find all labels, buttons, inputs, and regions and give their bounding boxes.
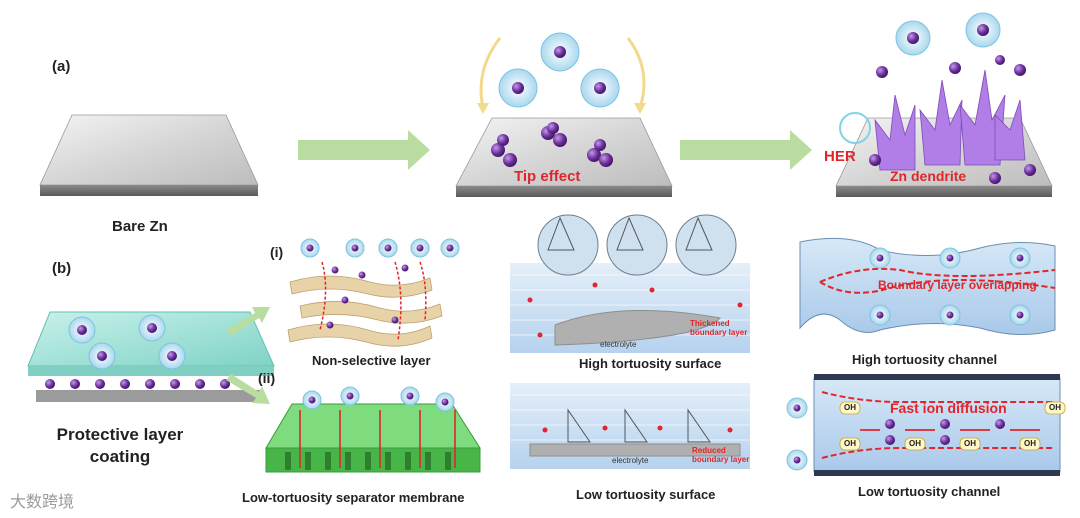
- branch-i-label: (i): [270, 244, 284, 260]
- low-tortuosity-channel-graphic: [786, 374, 1066, 476]
- boundary-layer-overlapping-label: Boundary layer overlapping: [878, 278, 1037, 292]
- zn-dendrite-label: Zn dendrite: [890, 168, 967, 184]
- thickened-boundary-layer-label: Thickened boundary layer: [690, 319, 748, 337]
- protective-layer-coating-label: Protective layer coating: [56, 425, 184, 466]
- low-tortuosity-membrane-graphic: [265, 386, 481, 473]
- non-selective-layer-graphic: [287, 238, 460, 347]
- flux-arrow-right: [626, 37, 646, 109]
- her-bubble: [839, 112, 871, 144]
- bare-zn-plate: [39, 114, 259, 196]
- low-tortuosity-surface-label: Low tortuosity surface: [576, 487, 716, 502]
- oh-label-2: OH: [1049, 403, 1061, 412]
- oh-label-1: OH: [844, 403, 856, 412]
- high-tortuosity-surface-label: High tortuosity surface: [579, 356, 722, 371]
- high-tortuosity-surface-graphic: [510, 214, 750, 353]
- oh-label-4: OH: [909, 439, 921, 448]
- reduced-boundary-layer-label: Reduced boundary layer: [692, 446, 750, 464]
- zn-nuclei: [491, 122, 613, 167]
- flux-arrow-left: [479, 37, 502, 109]
- low-tortuosity-surface-graphic: [510, 383, 750, 469]
- protective-layer-stack: [27, 311, 275, 402]
- oh-label-5: OH: [964, 439, 976, 448]
- solvated-ion-cluster: [498, 32, 620, 108]
- high-tortuosity-channel-label: High tortuosity channel: [852, 352, 998, 367]
- panel-b-label: (b): [52, 260, 72, 277]
- fast-ion-diffusion-label: Fast ion diffusion: [890, 400, 1007, 416]
- high-tortuosity-channel-graphic: [799, 237, 1056, 336]
- low-tortuosity-channel-label: Low tortuosity channel: [858, 484, 1001, 499]
- watermark-logo-text: 大数跨境: [10, 492, 75, 511]
- low-tortuosity-separator-label: Low-tortuosity separator membrane: [242, 490, 465, 505]
- panel-a-label: (a): [52, 58, 71, 75]
- electrolyte-label-top: electrolyte: [600, 340, 637, 349]
- zn-dendrite-shapes: [874, 69, 1026, 171]
- process-arrow-2: [680, 130, 812, 170]
- electrolyte-label-bottom: electrolyte: [612, 456, 649, 465]
- branch-arrow-i: [226, 307, 270, 336]
- her-label: HER: [824, 148, 856, 165]
- oh-label-6: OH: [1024, 439, 1036, 448]
- oh-label-3: OH: [844, 439, 856, 448]
- non-selective-layer-label: Non-selective layer: [312, 353, 431, 368]
- bare-zn-label: Bare Zn: [112, 218, 168, 235]
- dendrite-ions: [869, 12, 1036, 184]
- tip-effect-label: Tip effect: [514, 168, 581, 185]
- process-arrow-1: [298, 130, 430, 170]
- tip-effect-plate: [455, 117, 673, 197]
- branch-ii-label: (ii): [258, 370, 276, 386]
- branch-arrow-ii: [226, 374, 270, 404]
